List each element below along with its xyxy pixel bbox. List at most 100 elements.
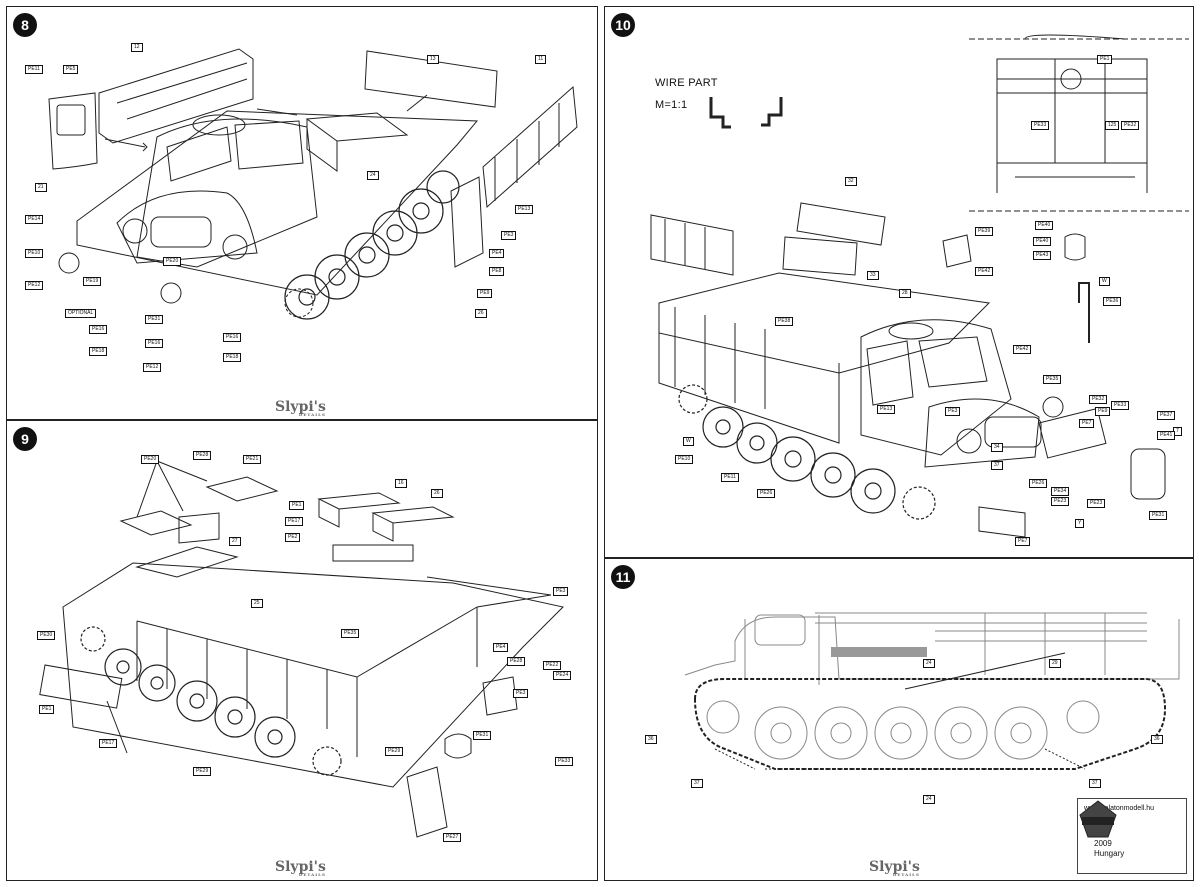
part-label: PE35 — [1043, 375, 1062, 384]
part-label: PE36 — [1103, 297, 1122, 306]
brand-name: Slypi's — [869, 859, 920, 875]
part-label: 24 — [367, 171, 379, 180]
part-label: PE2 — [285, 533, 301, 542]
part-label: PE18 — [223, 353, 242, 362]
part-label: PE24 — [553, 671, 572, 680]
part-label: PE41 — [1157, 431, 1176, 440]
part-label: PE18 — [89, 347, 108, 356]
drawing-step-8 — [48, 48, 578, 320]
step-number-9: 9 — [13, 427, 37, 451]
part-label: 11 — [535, 55, 547, 64]
part-label: 25 — [251, 599, 263, 608]
part-label: 28 — [899, 289, 911, 298]
part-label: PE33 — [1031, 121, 1050, 130]
brand-name: Slypi's — [275, 859, 326, 875]
part-label: 21 — [35, 183, 47, 192]
part-label: PE37 — [1157, 411, 1176, 420]
publisher-info-box: www.balatonmodell.hu 2009 Hungary — [1077, 798, 1187, 874]
brand-sub: DETAILS — [892, 872, 920, 877]
part-label: 26 — [475, 309, 487, 318]
publication-country: Hungary — [1094, 849, 1125, 858]
part-label: PE23 — [1051, 497, 1070, 506]
part-label: PE16 — [145, 339, 164, 348]
part-label: PE16 — [89, 325, 108, 334]
part-label: OPTIONAL — [65, 309, 97, 318]
part-label: 24 — [923, 795, 935, 804]
panel-step-8: 8 — [6, 6, 598, 420]
part-label: PE23 — [1087, 499, 1106, 508]
brand-name: Slypi's — [275, 399, 326, 415]
part-label: PE13 — [515, 205, 534, 214]
part-label: PE29 — [193, 767, 212, 776]
part-label: 27 — [229, 537, 241, 546]
publisher-url: www.balatonmodell.hu — [1084, 805, 1155, 812]
part-label: PE10 — [675, 455, 694, 464]
part-label: PE31 — [1149, 511, 1168, 520]
part-label: 13 — [427, 55, 439, 64]
part-label: PE30 — [37, 631, 56, 640]
wheel-set-11 — [706, 700, 1100, 760]
step-number-8: 8 — [13, 13, 37, 37]
part-label: PE38 — [775, 317, 794, 326]
part-label: PE34 — [1051, 487, 1070, 496]
part-label: 37 — [1089, 779, 1101, 788]
part-label: PE21 — [243, 455, 262, 464]
part-label: PE3 — [945, 407, 961, 416]
wheel-set-10 — [678, 384, 936, 520]
step-number-10: 10 — [611, 13, 635, 37]
part-label: PE26 — [1029, 479, 1048, 488]
part-label: PE9 — [1095, 407, 1111, 416]
part-label: 16 — [395, 479, 407, 488]
part-label: 29 — [1049, 659, 1061, 668]
part-label: W — [1099, 277, 1110, 286]
drawing-step-9 — [39, 460, 565, 838]
part-label: PE19 — [83, 277, 102, 286]
part-label: PE22 — [543, 661, 562, 670]
wheel-set-9 — [80, 626, 342, 776]
part-label: PE32 — [1089, 395, 1108, 404]
brand-sub: DETAILS — [298, 872, 326, 877]
part-label: PE11 — [721, 473, 739, 482]
part-label: PE12 — [143, 363, 162, 372]
part-label: PE10 — [25, 249, 44, 258]
step-number-11: 11 — [611, 565, 635, 589]
part-label: PE17 — [285, 517, 304, 526]
part-label: W — [683, 437, 694, 446]
part-label: PE12 — [25, 281, 44, 290]
part-label: PE20 — [141, 455, 160, 464]
wire-part-title: WIRE PART — [655, 77, 718, 89]
part-label: 37 — [991, 461, 1003, 470]
part-label: PE33 — [555, 757, 574, 766]
publication-year-country: 2009 Hungary — [1094, 839, 1124, 859]
part-label: PE1 — [289, 501, 305, 510]
part-label: 12 — [131, 43, 143, 52]
part-label: PE42 — [1013, 345, 1032, 354]
part-label: PE39 — [975, 227, 994, 236]
part-label: PE3 — [501, 231, 517, 240]
drawing-step-10 — [650, 34, 1189, 538]
part-label: PE27 — [443, 833, 462, 842]
part-label: PE29 — [385, 747, 404, 756]
part-label: PE7 — [1015, 537, 1031, 546]
wire-part-scale: M=1:1 — [655, 99, 688, 111]
part-label: PE4 — [493, 643, 509, 652]
part-label: Y — [1075, 519, 1085, 528]
part-label: PE40 — [1033, 237, 1052, 246]
balaton-modell-logo — [1079, 800, 1117, 838]
part-label: 24 — [923, 659, 935, 668]
part-label: PE5 — [63, 65, 79, 74]
part-label: PE1 — [39, 705, 55, 714]
part-label: PE14 — [25, 215, 44, 224]
part-label: PE7 — [1079, 419, 1095, 428]
part-label: PE32 — [1121, 121, 1140, 130]
part-label: PE31 — [145, 315, 164, 324]
wheel-set — [284, 170, 460, 320]
part-label: PE35 — [341, 629, 360, 638]
part-label: PE28 — [507, 657, 526, 666]
part-label: PE8 — [489, 267, 505, 276]
part-label: 36 — [645, 735, 657, 744]
part-label: 26 — [431, 489, 443, 498]
